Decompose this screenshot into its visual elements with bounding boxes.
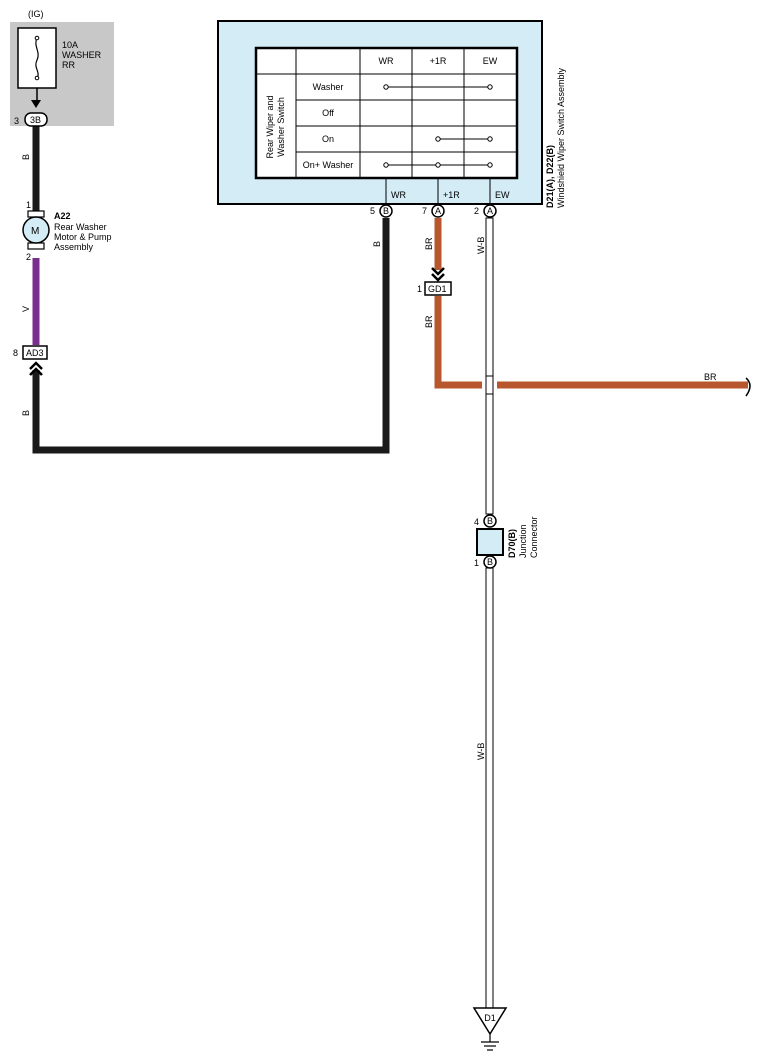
ground-triangle (472, 1007, 508, 1036)
fuse-supply-label: (IG) (28, 9, 44, 19)
junction-name-line1: Junction (518, 524, 528, 558)
terminal-pin-wr: 5 (370, 206, 375, 216)
terminal-conn-plus1r: A (435, 206, 441, 216)
motor-pin-bottom: 2 (26, 252, 31, 262)
terminal-connector-wr (379, 204, 393, 218)
table-row-washer: Washer (313, 82, 344, 92)
wire-ew-crossing (485, 375, 494, 395)
wire-label-b-top: B (21, 154, 31, 160)
ad3-label: AD3 (26, 348, 44, 358)
motor-symbol-letter: M (31, 226, 39, 237)
fuse-name-line2: RR (62, 60, 75, 70)
wire-label-v: V (21, 306, 31, 312)
fuse-connector-label: 3B (30, 115, 41, 125)
wire-ew-lower (485, 567, 494, 1009)
switch-contact-dot (487, 84, 493, 90)
fuse-connector-3b (24, 112, 48, 127)
wire-ad3-to-wr-return (32, 218, 390, 454)
fuse-connector-arrow (31, 100, 41, 108)
terminal-connector-ew (483, 204, 497, 218)
junction-terminal-top (483, 514, 497, 528)
fuse-name-line1: WASHER (62, 50, 102, 60)
junction-terminal-bottom (483, 555, 497, 569)
terminal-conn-ew: A (487, 206, 493, 216)
motor-terminal-top (27, 210, 45, 218)
gd1-chevron-icon (431, 267, 445, 282)
junction-name-line2: Connector (529, 516, 539, 558)
table-row-off: Off (322, 108, 334, 118)
motor-name-line3: Assembly (54, 242, 94, 252)
switch-table-frame (254, 46, 519, 180)
wire-label-wb-upper: W-B (476, 237, 486, 254)
terminal-conn-wr: B (383, 206, 389, 216)
switch-connection-marks (383, 84, 493, 168)
table-col-plus1r: +1R (430, 56, 447, 66)
ad3-pin: 8 (13, 348, 18, 358)
switch-contact-dot (383, 84, 389, 90)
junction-conn-bottom: B (487, 557, 493, 567)
connector-ad3 (22, 345, 48, 360)
motor-symbol (22, 216, 50, 244)
table-row-title-line2: Washer Switch (276, 97, 286, 157)
table-row-on: On (322, 134, 334, 144)
ad3-chevron-icon (29, 361, 43, 376)
wire-plus1r-lower-branch (434, 296, 748, 389)
wire-label-b-bottom: B (21, 410, 31, 416)
wire-label-br-lower: BR (424, 315, 434, 328)
motor-pin-top: 1 (26, 200, 31, 210)
wire-white-black-group (485, 217, 494, 1009)
switch-assembly-id: D21(A), D22(B) (545, 145, 555, 208)
fuse-rating: 10A (62, 40, 78, 50)
switch-contact-dot (435, 136, 441, 142)
gd1-label: GD1 (428, 284, 447, 294)
switch-contact-dot (487, 136, 493, 142)
wire-break-mark (745, 377, 751, 397)
ground-label: D1 (484, 1013, 496, 1023)
fuse-icon (35, 37, 39, 79)
junction-pin-bottom: 1 (474, 558, 479, 568)
terminal-pin-plus1r: 7 (422, 206, 427, 216)
switch-table: WR +1R EW Washer Off On On+ Washer Rear … (254, 46, 519, 180)
junction-connector-body (476, 528, 504, 556)
wire-black-group (32, 126, 390, 454)
wire-label-br-right: BR (704, 372, 717, 382)
connector-gd1 (424, 281, 452, 296)
wire-label-wb-lower: W-B (476, 743, 486, 760)
switch-contact-dot (383, 162, 389, 168)
switch-contact-dot (435, 162, 441, 168)
junction-conn-top: B (487, 516, 493, 526)
motor-name-line2: Motor & Pump (54, 232, 112, 242)
table-col-wr: WR (379, 56, 394, 66)
motor-id: A22 (54, 211, 71, 221)
terminal-pin-ew: 2 (474, 206, 479, 216)
wire-brown-group (434, 218, 748, 389)
switch-contact-dot (487, 162, 493, 168)
gd1-pin: 1 (417, 284, 422, 294)
terminal-connector-plus1r (431, 204, 445, 218)
table-row-on-washer: On+ Washer (303, 160, 353, 170)
motor-name-line1: Rear Washer (54, 222, 107, 232)
table-col-ew: EW (483, 56, 498, 66)
switch-assembly-name: Windshield Wiper Switch Assembly (556, 67, 566, 208)
wire-label-br-upper: BR (424, 237, 434, 250)
fuse-pin: 3 (14, 116, 19, 126)
terminal-label-wr: WR (391, 190, 406, 200)
junction-id: D70(B) (507, 529, 517, 558)
terminal-label-ew: EW (495, 190, 510, 200)
wire-ew-upper (485, 217, 494, 515)
fuse-terminal-bottom (34, 75, 40, 81)
terminal-label-plus1r: +1R (443, 190, 460, 200)
junction-pin-top: 4 (474, 517, 479, 527)
table-row-title-line1: Rear Wiper and (265, 95, 275, 158)
motor-terminal-bottom (27, 242, 45, 250)
wire-label-b-wr: B (372, 241, 382, 247)
fuse-terminal-top (34, 35, 40, 41)
